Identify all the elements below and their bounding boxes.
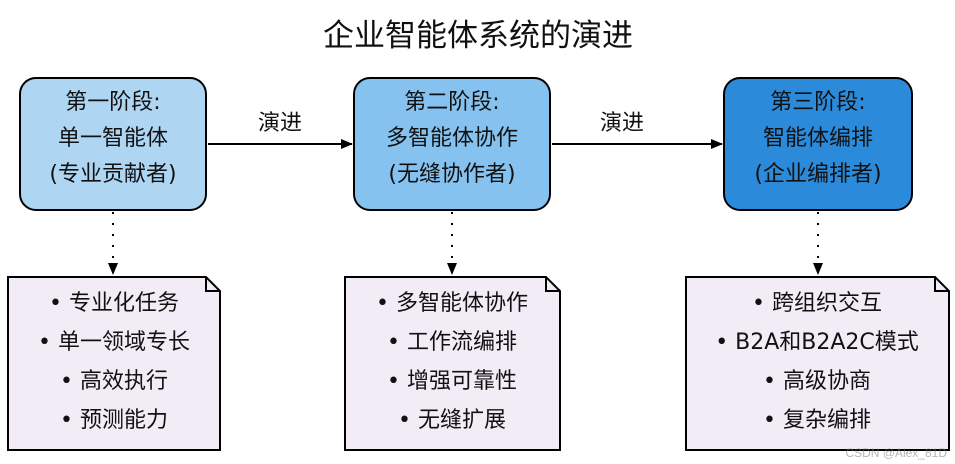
evolution-arrow-label: 演进 bbox=[258, 111, 302, 136]
stage-3-box: 第三阶段: 智能体编排 (企业编排者) bbox=[723, 77, 913, 211]
stage-3-name: 智能体编排 bbox=[763, 126, 873, 151]
evolution-arrow-label: 演进 bbox=[600, 111, 644, 136]
stage-3-feature: • B2A和B2A2C模式 bbox=[715, 330, 919, 355]
diagram-title: 企业智能体系统的演进 bbox=[323, 18, 633, 54]
stage-3-role: (企业编排者) bbox=[754, 162, 881, 187]
stage-3-feature: • 高级协商 bbox=[763, 369, 871, 394]
evolution-arrow-2: 演进 bbox=[552, 111, 723, 149]
stage-2-feature: • 多智能体协作 bbox=[376, 291, 528, 316]
stage-2-label: 第二阶段: bbox=[404, 90, 499, 115]
stage-1-feature: • 高效执行 bbox=[60, 369, 168, 394]
stage-3-label: 第三阶段: bbox=[770, 90, 865, 115]
stage-1-note: • 专业化任务 • 单一领域专长 • 高效执行 • 预测能力 bbox=[7, 276, 221, 451]
stage-2-feature: • 无缝扩展 bbox=[398, 408, 506, 433]
stage-2-note: • 多智能体协作 • 工作流编排 • 增强可靠性 • 无缝扩展 bbox=[344, 276, 561, 451]
stage-2-feature: • 增强可靠性 bbox=[387, 369, 517, 394]
watermark: CSDN @Alex_81D bbox=[845, 446, 947, 460]
stage-1-feature: • 预测能力 bbox=[60, 408, 168, 433]
stage-1-name: 单一智能体 bbox=[58, 126, 168, 151]
stage-2-feature: • 工作流编排 bbox=[387, 330, 517, 355]
stage-3-feature: • 跨组织交互 bbox=[752, 291, 882, 316]
stage-3-note: • 跨组织交互 • B2A和B2A2C模式 • 高级协商 • 复杂编排 bbox=[685, 276, 950, 451]
stage-2-role: (无缝协作者) bbox=[388, 162, 515, 187]
stage-1-feature: • 单一领域专长 bbox=[38, 330, 190, 355]
stage-2-box: 第二阶段: 多智能体协作 (无缝协作者) bbox=[353, 77, 551, 211]
evolution-arrow-1: 演进 bbox=[208, 111, 353, 149]
stage-2-name: 多智能体协作 bbox=[386, 126, 518, 151]
stage-1-label: 第一阶段: bbox=[65, 90, 160, 115]
stage-1-box: 第一阶段: 单一智能体 (专业贡献者) bbox=[19, 77, 207, 211]
stage-1-role: (专业贡献者) bbox=[49, 162, 176, 187]
stage-3-feature: • 复杂编排 bbox=[763, 408, 871, 433]
stage-1-feature: • 专业化任务 bbox=[49, 291, 179, 316]
